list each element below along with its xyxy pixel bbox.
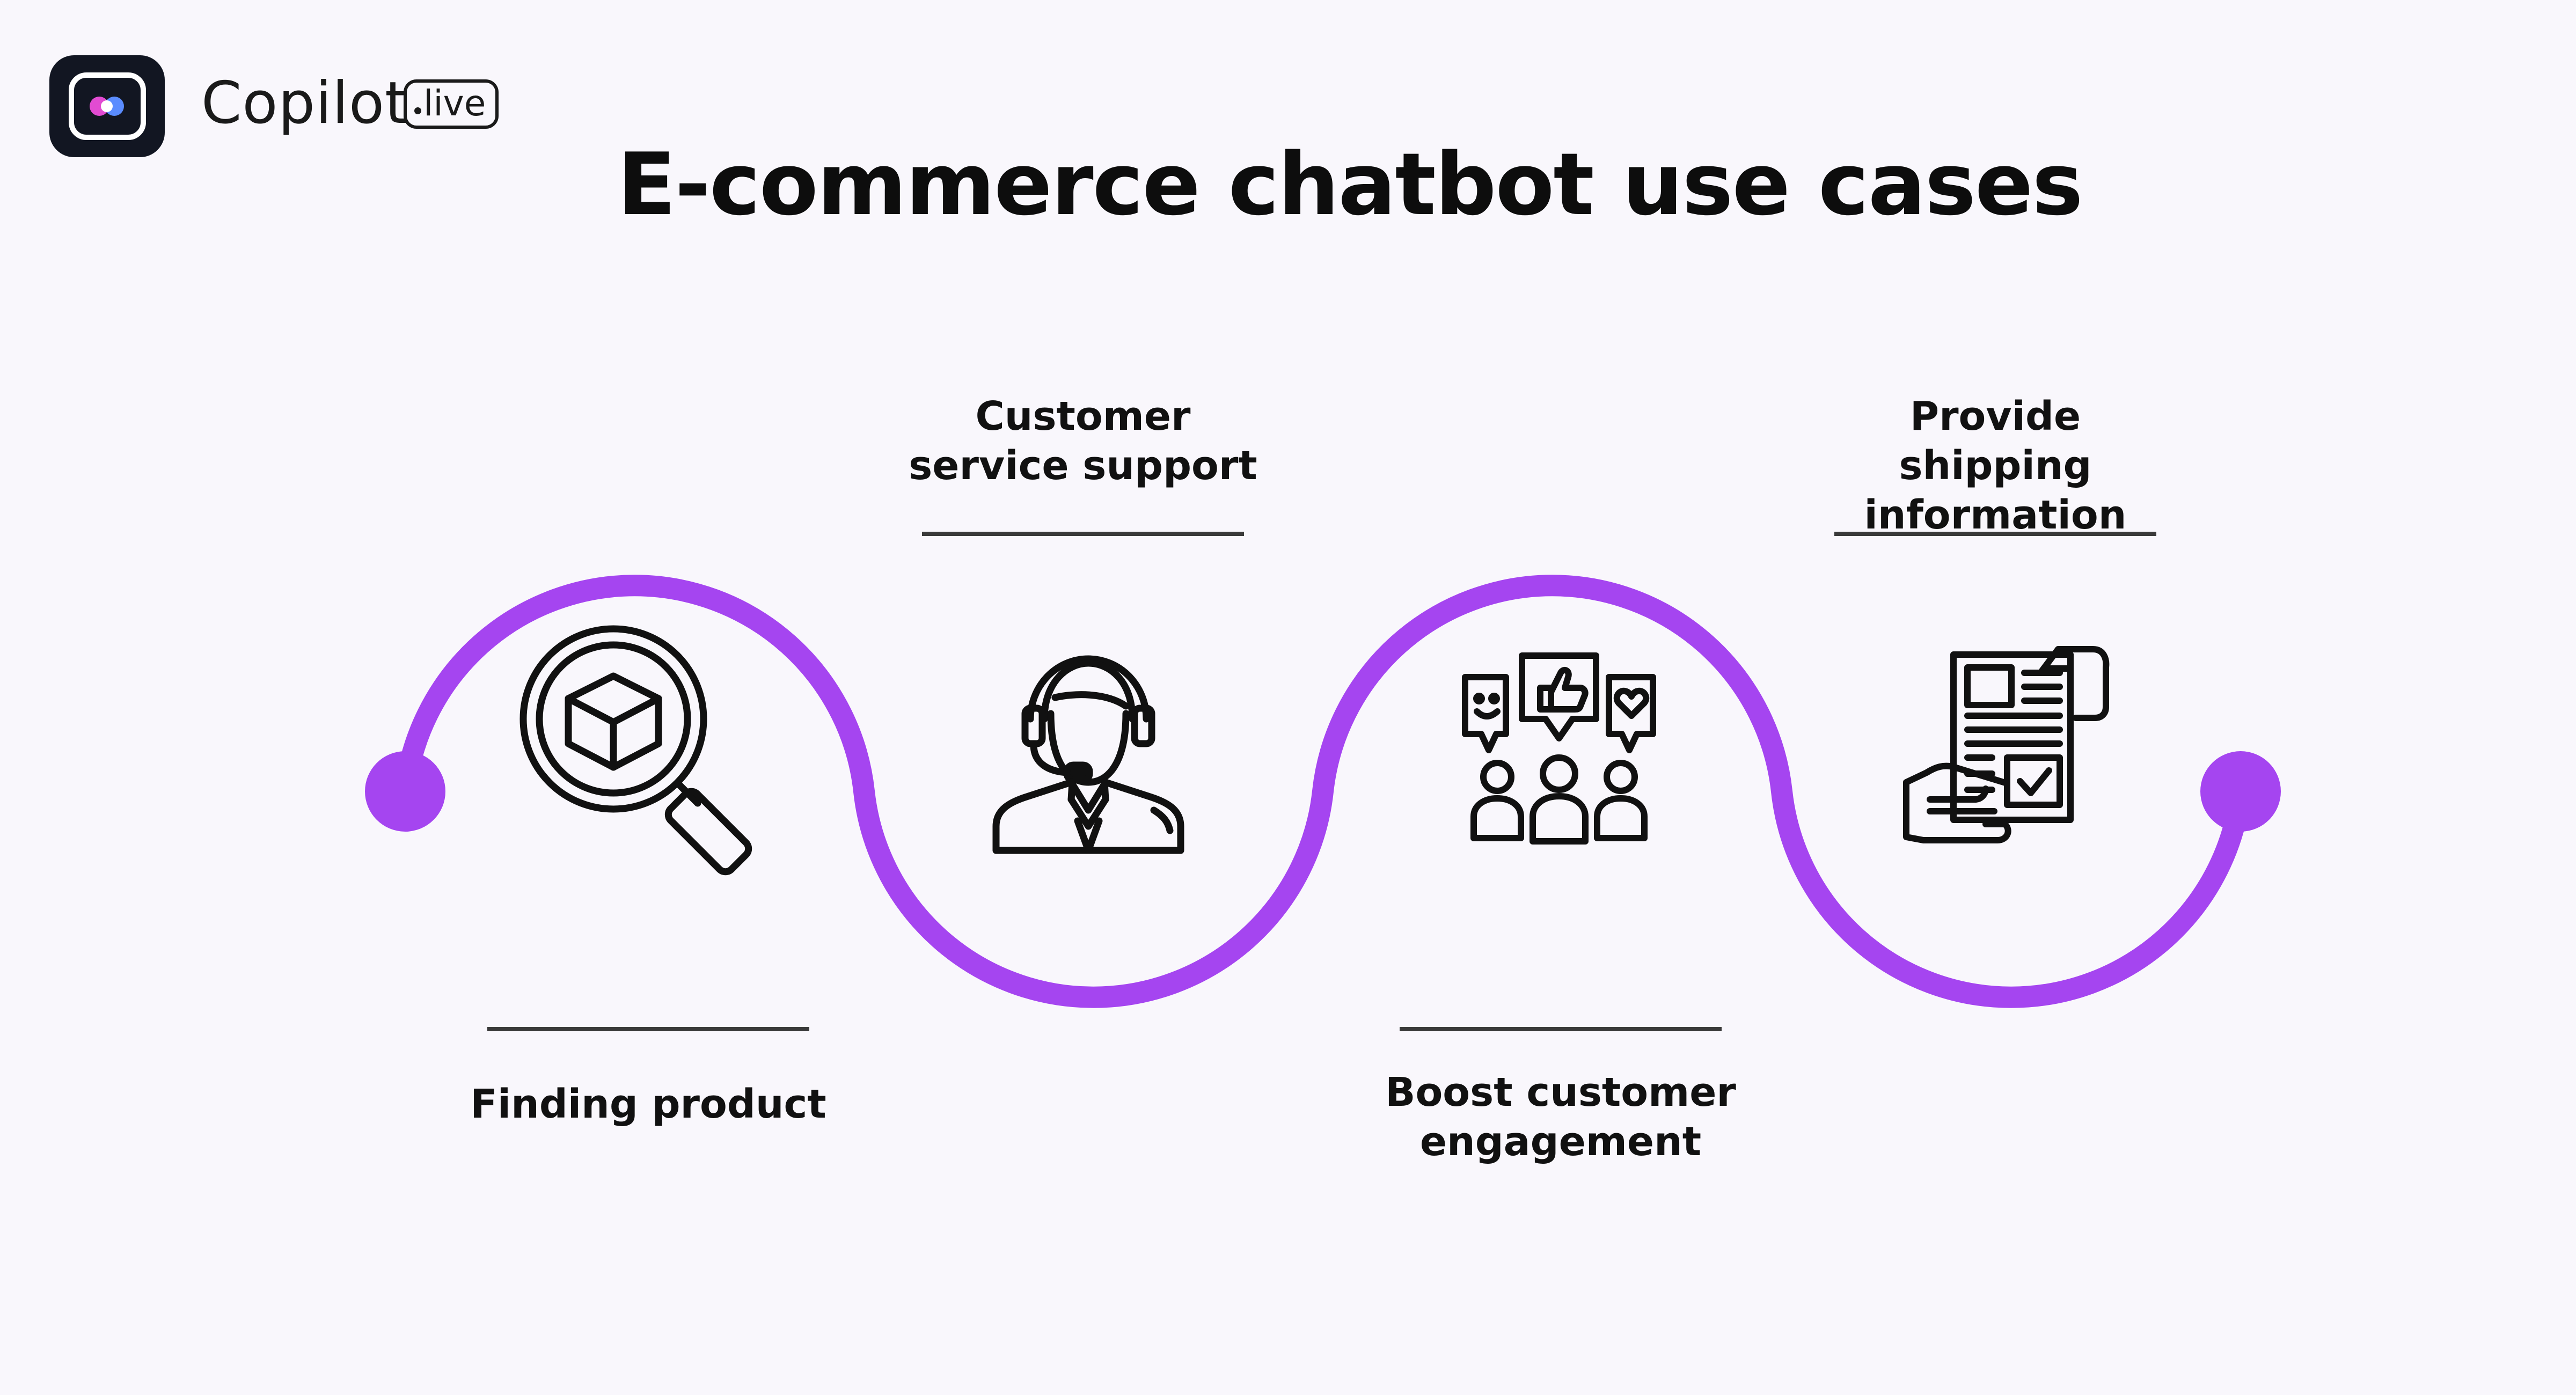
step-label-finding-product: Finding product [470, 1081, 826, 1127]
step-label-customer-service: Customer service support [909, 393, 1257, 489]
brand-name: Copilot [201, 70, 408, 137]
brand-badge: live [404, 79, 499, 129]
magnifier-box-icon [519, 625, 752, 876]
wave-path [394, 575, 2251, 1008]
shipping-document-icon [1903, 646, 2110, 843]
copilot-logo-icon [49, 55, 165, 157]
badge-dot [414, 107, 421, 114]
page-title: E-commerce chatbot use cases [617, 134, 2083, 234]
wave-end-dot [2200, 751, 2281, 832]
audience-feedback-icon [1462, 652, 1656, 845]
step-label-shipping: Provide shipping information [1864, 393, 2127, 538]
step-label-boost-engagement: Boost customer engagement [1385, 1069, 1736, 1165]
support-agent-icon [992, 655, 1184, 854]
brand-badge-text: live [423, 83, 486, 124]
wave-start-dot [365, 751, 445, 832]
